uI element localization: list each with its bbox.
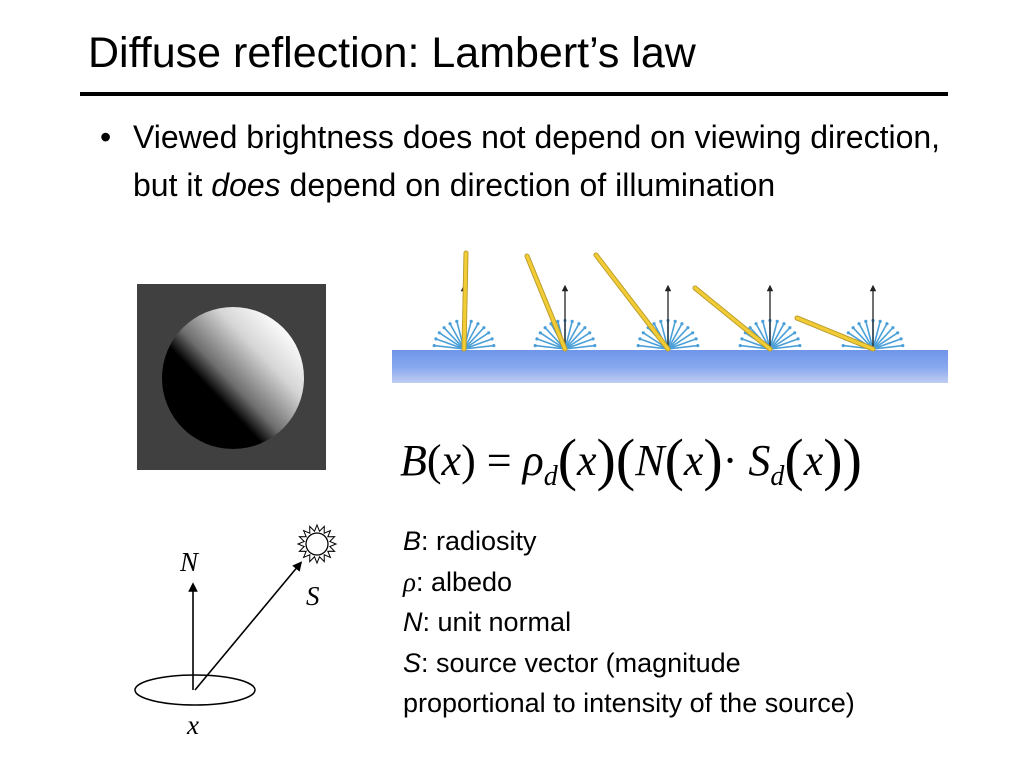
formula-x3: x	[803, 436, 824, 485]
slide-title: Diffuse reflection: Lambert’s law	[88, 29, 696, 77]
legend-symbol: S	[403, 647, 422, 678]
legend-text: : source vector (magnitude	[421, 647, 741, 678]
legend-row-normal: N: unit normal	[403, 602, 1003, 643]
legend-row-radiosity: B: radiosity	[403, 521, 1003, 562]
bullet-emphasis: does	[211, 167, 281, 203]
surface-normals	[460, 284, 877, 349]
formula-radiosity: B	[400, 436, 427, 485]
point-label: x	[186, 710, 199, 740]
legend-text: : albedo	[415, 566, 513, 597]
legend-symbol: N	[403, 607, 423, 637]
formula-rho: ρ	[522, 436, 544, 485]
source-vector-arrow	[194, 561, 303, 691]
lambert-formula: B(x) = ρd(x)(N(x)· Sd(x))	[400, 427, 862, 492]
legend-row-source-cont: proportional to intensity of the source)	[403, 683, 1003, 724]
formula-x2: x	[683, 436, 704, 485]
legend-row-albedo: ρ: albedo	[403, 562, 1003, 603]
normal-label: N	[179, 547, 200, 577]
bullet-text-end: depend on direction of illumination	[280, 167, 776, 203]
legend-row-source: S: source vector (magnitude	[403, 643, 1003, 684]
formula-source-sub: d	[770, 461, 785, 492]
formula-dot: ·	[722, 436, 738, 485]
formula-normal: N	[635, 436, 665, 485]
formula-rho-sub: d	[543, 461, 558, 492]
symbol-legend: B: radiosity ρ: albedo N: unit normal S:…	[403, 521, 1003, 724]
sphere	[162, 307, 304, 449]
sun-icon	[296, 523, 338, 565]
legend-text: : unit normal	[422, 607, 572, 637]
incident-light-rays	[461, 250, 876, 352]
normal-source-diagram: N S x	[134, 523, 338, 740]
bullet-text-start: Viewed brightness does not depend on vie…	[133, 119, 941, 203]
formula-source: S	[748, 436, 771, 485]
legend-symbol: B	[403, 526, 422, 556]
bullet-text: Viewed brightness does not depend on vie…	[133, 113, 983, 209]
reflecting-surface	[392, 350, 948, 383]
legend-text: : radiosity	[421, 526, 537, 556]
bullet-marker: •	[100, 119, 112, 155]
diffuse-reflection-figure	[392, 250, 948, 383]
surface-patch-ellipse	[134, 674, 256, 706]
formula-x1: x	[577, 436, 597, 485]
legend-symbol: ρ	[403, 566, 416, 597]
legend-text: proportional to intensity of the source)	[403, 688, 855, 718]
title-underline	[80, 92, 948, 96]
shaded-sphere-image	[137, 284, 326, 470]
source-label: S	[306, 581, 320, 611]
formula-equals: =	[486, 436, 512, 485]
formula-lhs-x: x	[441, 436, 462, 485]
